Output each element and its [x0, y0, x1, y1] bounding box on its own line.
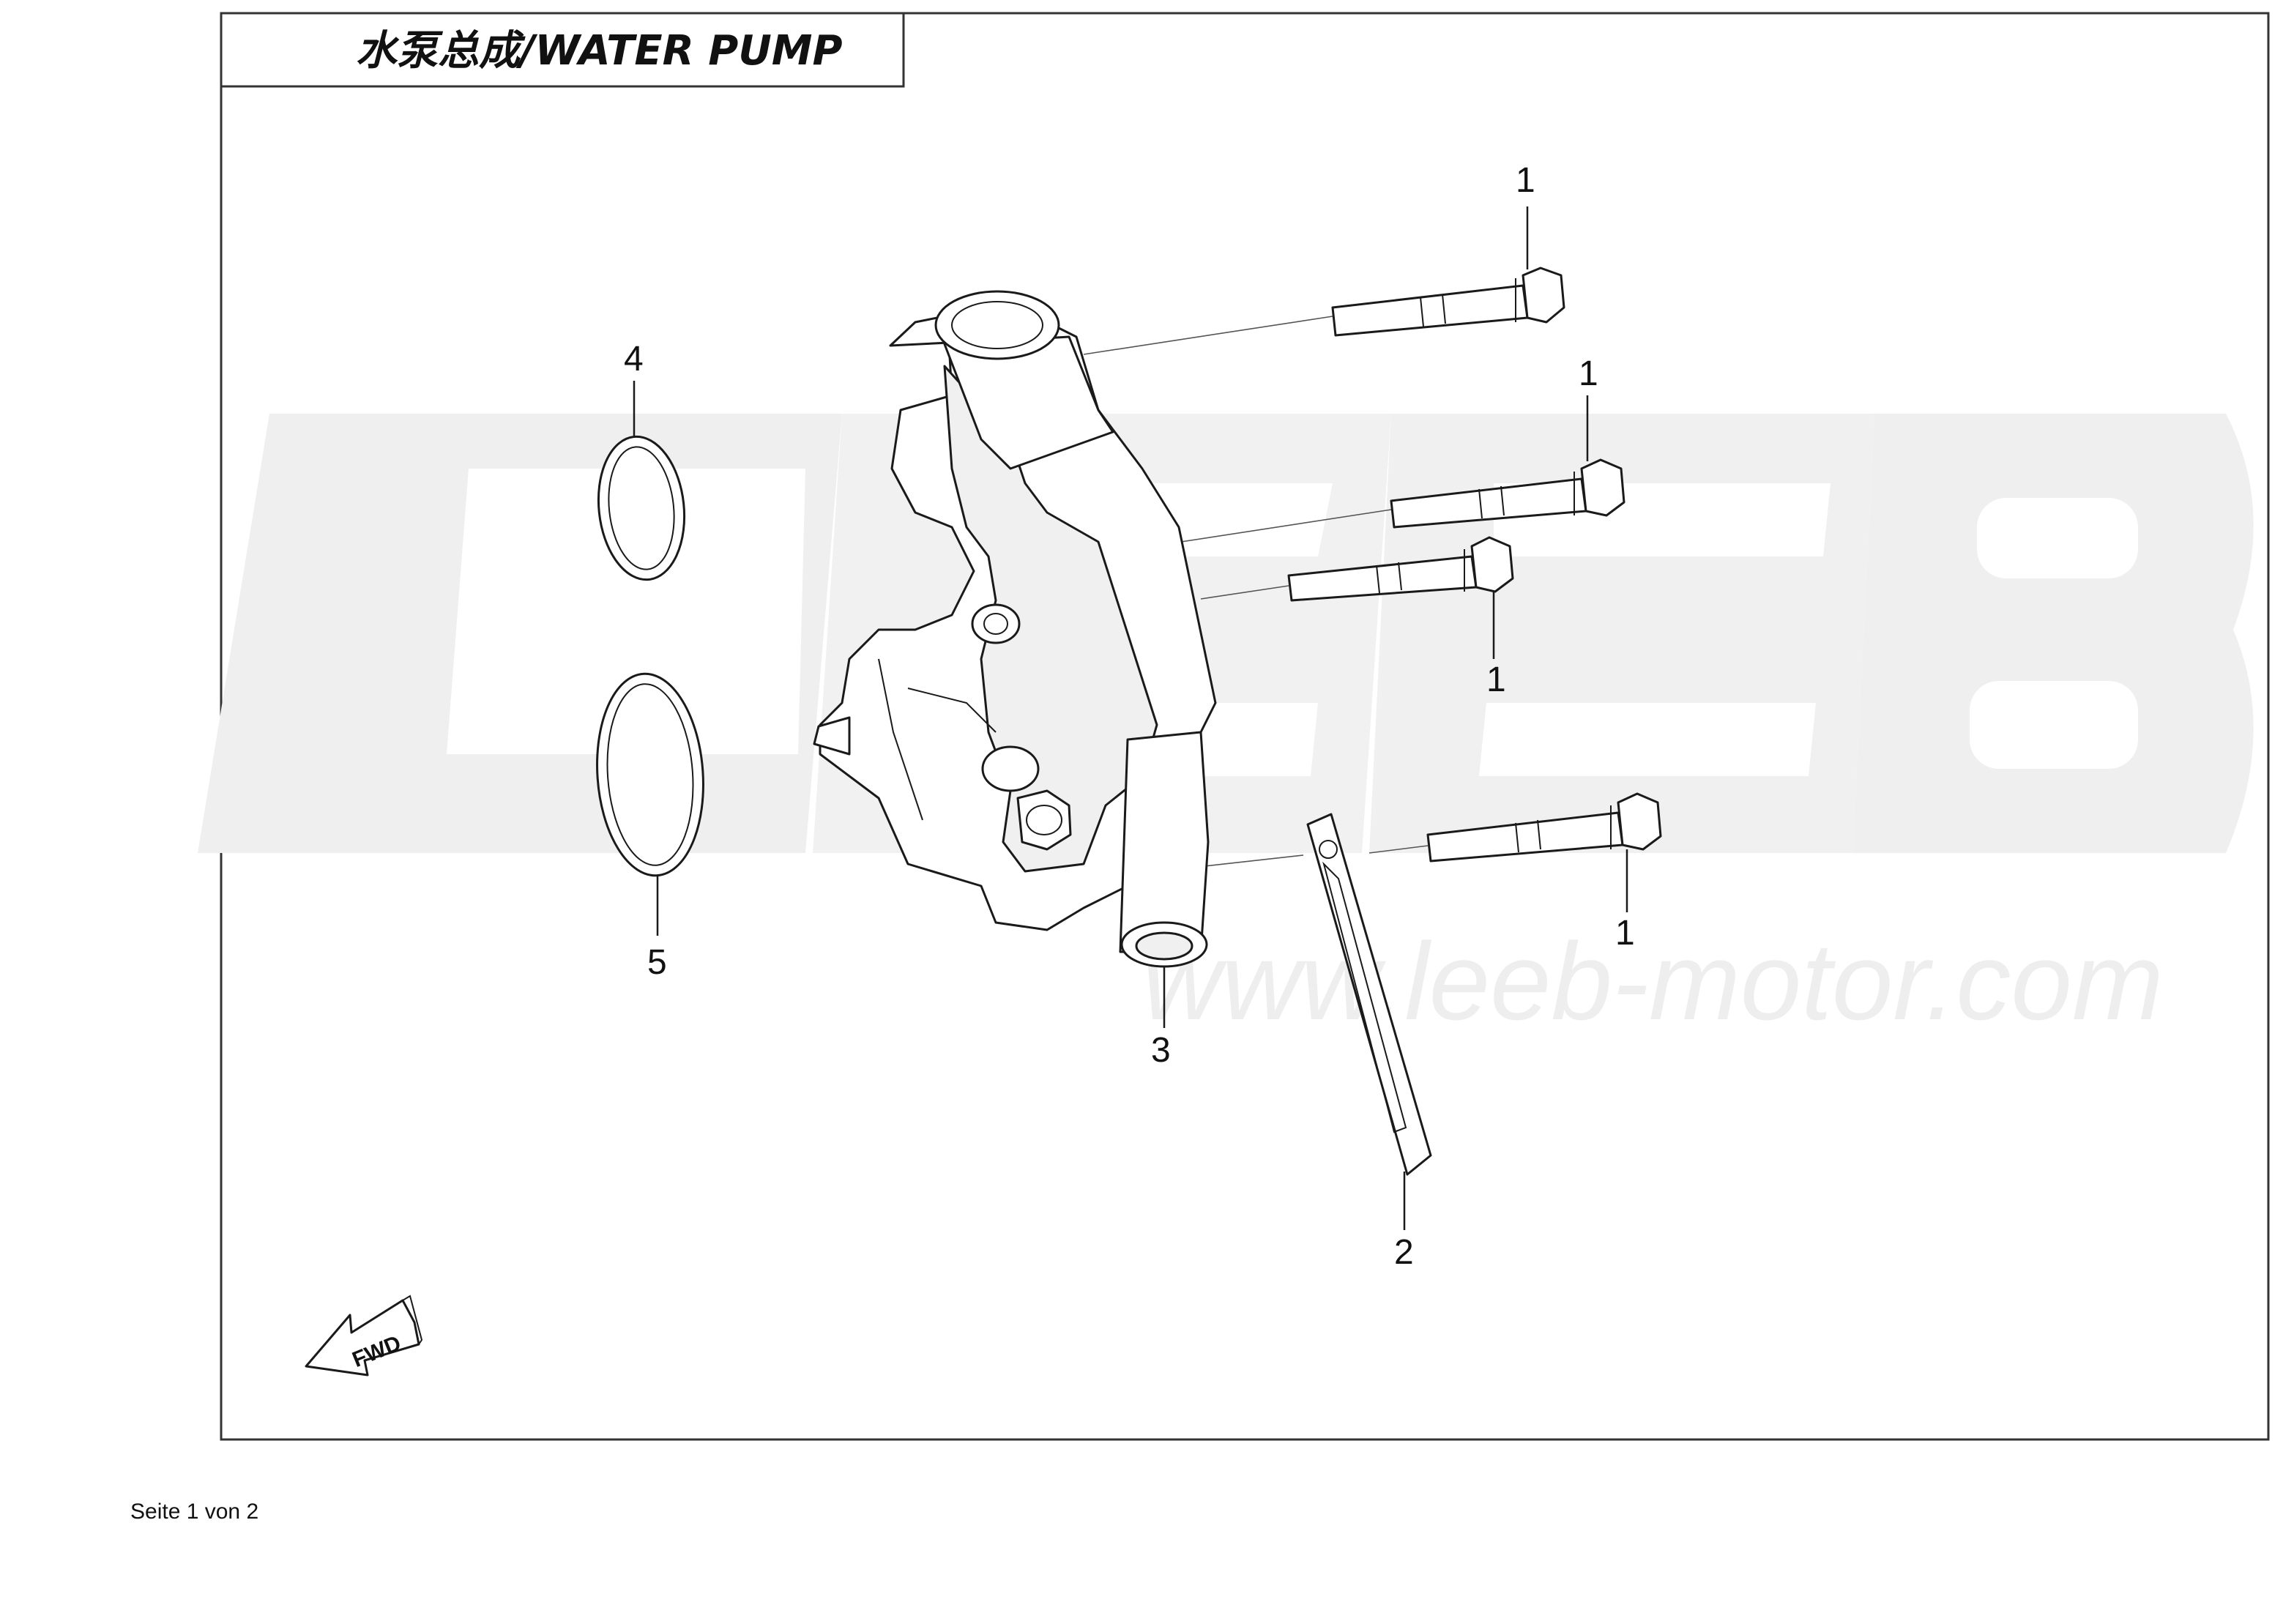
diagram-title: 水泵总成/WATER PUMP [356, 27, 843, 75]
bolt-third [1287, 536, 1514, 602]
leader-lines [633, 206, 1628, 1230]
callout-o-ring-large: 5 [647, 943, 667, 982]
page-counter: Seite 1 von 2 [130, 1500, 259, 1524]
o-ring-small [597, 435, 686, 581]
bolt-bottom [1426, 792, 1662, 863]
callout-bolt-third: 1 [1486, 660, 1506, 699]
watermark-logo [198, 414, 2254, 853]
assembly-axis-lines [1083, 316, 1429, 871]
callout-bolt-top: 1 [1516, 161, 1535, 200]
callout-bolt-bottom: 1 [1615, 914, 1635, 953]
bolt-top [1331, 267, 1565, 337]
water-pump-housing [813, 290, 1217, 968]
watermark-url: www.leeb-motor.com [1142, 920, 2164, 1043]
callout-pump-housing: 3 [1151, 1031, 1171, 1070]
callout-bolt-second: 1 [1579, 354, 1598, 393]
bolt-second [1390, 458, 1625, 529]
callout-o-ring-small: 4 [624, 340, 644, 379]
title-box [220, 12, 905, 88]
callout-plate: 2 [1394, 1233, 1414, 1272]
o-ring-large [596, 672, 704, 877]
cover-plate [1306, 813, 1432, 1176]
